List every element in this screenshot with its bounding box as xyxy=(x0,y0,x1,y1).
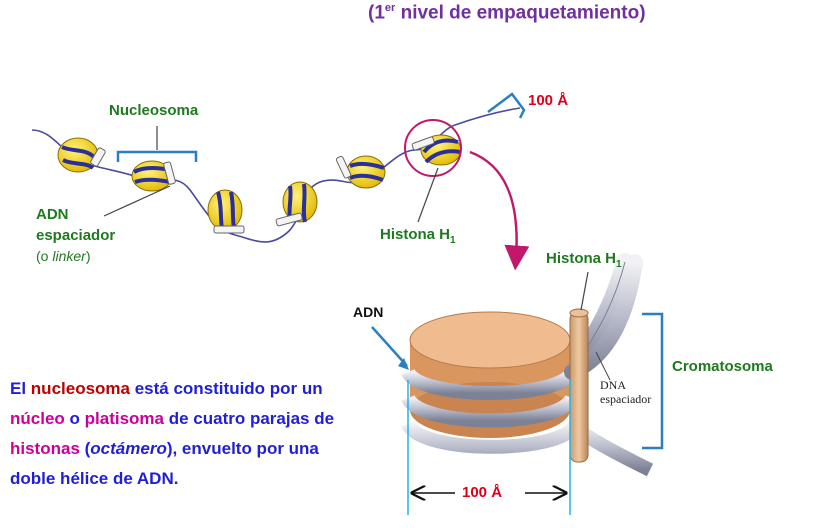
label-nucleosoma: Nucleosoma xyxy=(109,102,199,119)
dna-coil-3 xyxy=(401,414,654,477)
nucleosome-6 xyxy=(404,119,462,177)
label-histona-h1-right: Histona H1 xyxy=(546,250,622,270)
top-scale-bracket xyxy=(487,92,526,119)
nucleosome-2 xyxy=(131,160,176,192)
page-title: (1er nivel de empaquetamiento) xyxy=(368,2,646,24)
cromatosoma-bracket xyxy=(642,312,664,450)
label-100a-top: 100 Å xyxy=(528,92,569,109)
description-paragraph: El nucleosoma está constituido por un nú… xyxy=(10,379,335,488)
zoom-arrow xyxy=(469,150,530,271)
dna-coil-1 xyxy=(401,367,579,400)
label-100a-bottom: 100 Å xyxy=(462,484,503,501)
label-adn-espaciador: ADN espaciador (o linker) xyxy=(36,206,116,264)
dna-coil-2 xyxy=(401,393,579,428)
nucleosome-1 xyxy=(57,137,106,173)
label-cromatosoma: Cromatosoma xyxy=(672,358,773,375)
nucleosome-4 xyxy=(275,181,318,227)
label-dna-espaciador: DNA espaciador xyxy=(600,378,652,406)
label-adn: ADN xyxy=(353,304,384,320)
nucleosome-bracket xyxy=(116,150,198,162)
nucleosome-3 xyxy=(207,189,245,234)
adn-arrow xyxy=(371,326,408,367)
label-histona-h1-top: Histona H1 xyxy=(380,226,456,246)
histone-h1-rod xyxy=(569,311,589,463)
nucleosome-5 xyxy=(335,155,386,189)
